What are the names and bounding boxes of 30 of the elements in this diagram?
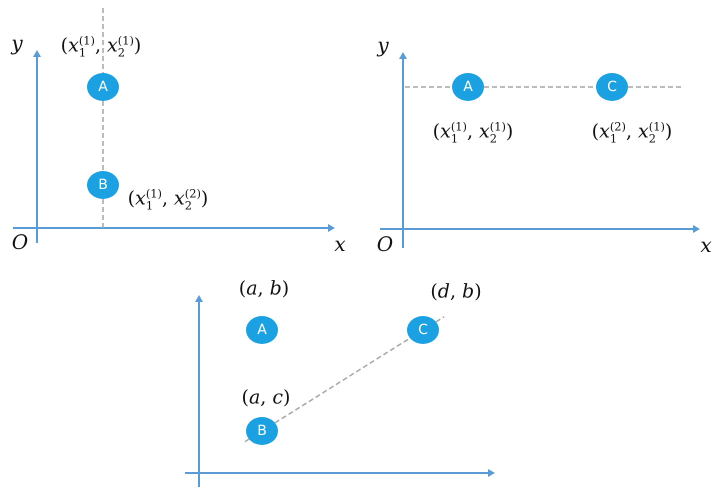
point-circle bbox=[87, 73, 119, 101]
point-letter: A bbox=[257, 323, 267, 337]
coordinate-label: (x$_{1}$$^{(2)}$, x$_{2}$$^{(1)}$) bbox=[592, 121, 672, 145]
origin-label: O bbox=[12, 232, 28, 252]
point-circle bbox=[246, 316, 278, 344]
point-letter: B bbox=[98, 178, 108, 192]
axis-label: x bbox=[334, 234, 346, 254]
coordinate-label: (x$_{1}$$^{(1)}$, x$_{2}$$^{(1)}$) bbox=[60, 35, 142, 59]
point-circle bbox=[596, 73, 628, 101]
coordinate-label: (x$_{1}$$^{(1)}$, x$_{2}$$^{(1)}$) bbox=[432, 121, 514, 145]
point-circle bbox=[87, 171, 119, 199]
point-letter: C bbox=[607, 80, 617, 94]
point-letter: B bbox=[257, 424, 267, 438]
dashed-connector bbox=[274, 338, 410, 424]
origin-label: O bbox=[376, 234, 394, 254]
dashed-connector bbox=[102, 101, 104, 171]
coordinate-label: (d, b) bbox=[430, 282, 482, 302]
point-letter: C bbox=[418, 323, 428, 337]
axis-label: x bbox=[700, 235, 712, 255]
axis-label: y bbox=[11, 33, 23, 53]
coordinate-label: (a, b) bbox=[238, 278, 290, 300]
point-letter: A bbox=[98, 80, 108, 94]
point-letter: A bbox=[463, 80, 473, 94]
point-circle bbox=[452, 73, 484, 101]
axis-label: y bbox=[377, 35, 389, 55]
coordinate-label: (x$_{1}$$^{(1)}$, x$_{2}$$^{(2)}$) bbox=[128, 188, 208, 212]
coordinate-label: (a, c) bbox=[242, 388, 290, 408]
point-circle bbox=[246, 417, 278, 445]
point-circle bbox=[407, 316, 439, 344]
dashed-connector bbox=[484, 86, 596, 88]
